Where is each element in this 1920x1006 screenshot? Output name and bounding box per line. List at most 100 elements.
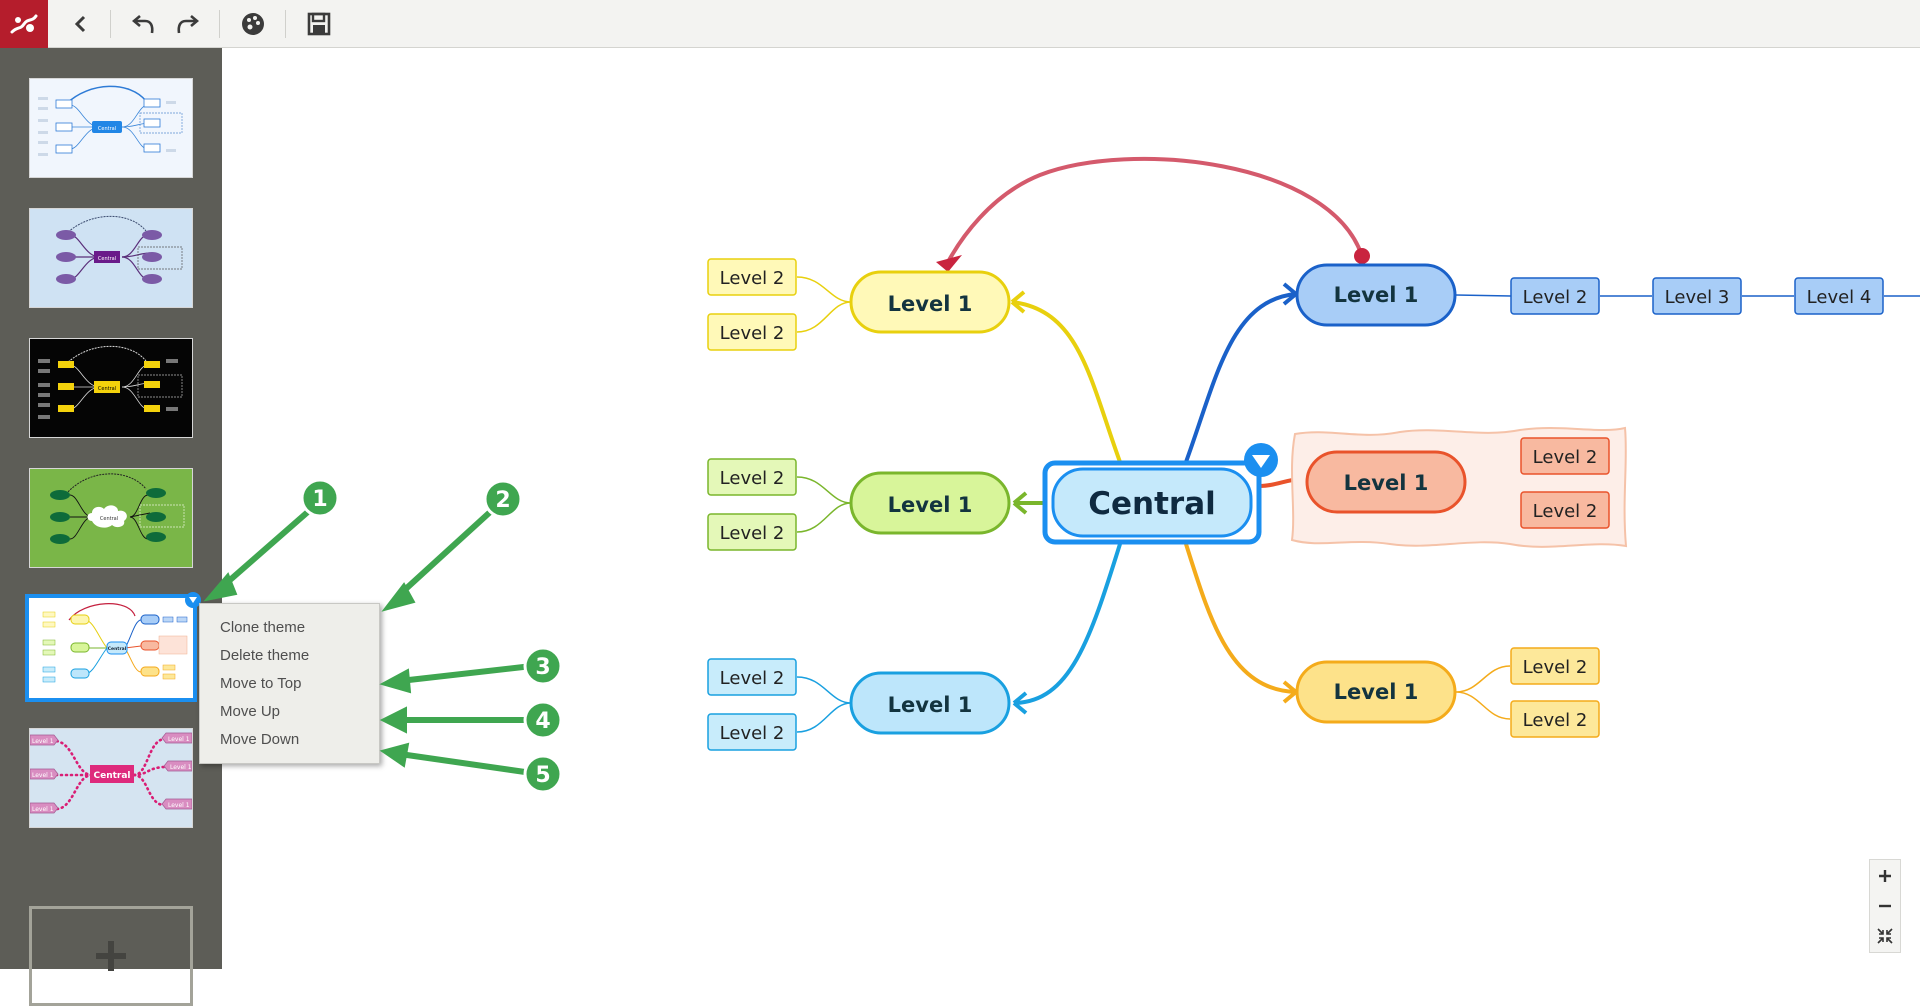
menu-item-move-up[interactable]: Move Up bbox=[220, 703, 281, 720]
topic-level2[interactable] bbox=[707, 258, 797, 296]
topic-level1-blue[interactable] bbox=[1295, 263, 1457, 327]
theme-thumbnail-pink-dotted[interactable]: Central Level 1 Level 1 Level 1 Level 1 … bbox=[29, 728, 193, 828]
topic-level1-red[interactable] bbox=[1305, 450, 1467, 514]
branch-yellow bbox=[1011, 300, 1122, 463]
topic-level1-yellow[interactable] bbox=[849, 270, 1011, 334]
topic-label: Level 1 bbox=[888, 292, 973, 316]
theme-preview-purple: Central bbox=[56, 215, 183, 284]
topic-level4[interactable] bbox=[1794, 277, 1884, 315]
theme-thumbnail-light-blue[interactable]: Central bbox=[29, 78, 193, 178]
topic-label: Level 2 bbox=[1533, 501, 1598, 522]
zoom-out-button[interactable] bbox=[1870, 891, 1900, 921]
theme-preview-light-blue: Central bbox=[38, 85, 183, 156]
theme-thumbnail-colorful[interactable]: Central bbox=[25, 594, 197, 702]
toolbar-divider bbox=[110, 10, 111, 38]
topic-label: Level 1 bbox=[1334, 680, 1419, 704]
theme-sidebar: Central Central bbox=[0, 48, 222, 1006]
thumb-level-text: Level 1 bbox=[170, 764, 192, 771]
relationship-arrowhead bbox=[936, 255, 962, 272]
topic-label: Level 1 bbox=[888, 693, 973, 717]
theme-thumbnail-dark[interactable]: Central bbox=[29, 338, 193, 438]
theme-button[interactable] bbox=[235, 6, 271, 42]
thumb-level-text: Level 1 bbox=[168, 802, 190, 809]
thumb-level-text: Level 1 bbox=[32, 806, 54, 813]
zoom-controls bbox=[1869, 859, 1901, 953]
back-button[interactable] bbox=[63, 6, 99, 42]
thumb-level-text: Level 1 bbox=[168, 736, 190, 743]
palette-icon bbox=[242, 13, 264, 35]
topic-label: Level 2 bbox=[720, 468, 785, 489]
topic-level2[interactable] bbox=[707, 313, 797, 351]
central-topic-label: Central bbox=[1088, 486, 1216, 522]
undo-icon bbox=[132, 15, 154, 34]
theme-thumbnail-green-cloud[interactable]: Central bbox=[29, 468, 193, 568]
topic-level2[interactable] bbox=[707, 658, 797, 696]
topic-label: Level 4 bbox=[1807, 287, 1872, 308]
thumb-central-text: Central bbox=[98, 256, 116, 262]
menu-item-clone-theme[interactable]: Clone theme bbox=[220, 619, 306, 636]
caret-down-icon bbox=[189, 597, 197, 603]
redo-icon bbox=[177, 15, 199, 34]
menu-item-move-to-top[interactable]: Move to Top bbox=[220, 675, 302, 692]
topic-level2[interactable] bbox=[1520, 437, 1610, 475]
thumb-level-text: Level 1 bbox=[32, 772, 54, 779]
theme-thumbnail-purple[interactable]: Central bbox=[29, 208, 193, 308]
topic-level2[interactable] bbox=[707, 458, 797, 496]
topic-level2[interactable] bbox=[1510, 647, 1600, 685]
topic-level1-orange[interactable] bbox=[1295, 660, 1457, 724]
redo-button[interactable] bbox=[169, 6, 205, 42]
theme-preview-colorful: Central bbox=[42, 603, 188, 683]
save-button[interactable] bbox=[301, 6, 337, 42]
topic-label: Level 1 bbox=[1334, 283, 1419, 307]
plus-icon bbox=[1879, 870, 1891, 882]
mindmap-logo-icon bbox=[10, 14, 38, 34]
collapse-arrows-icon bbox=[1877, 928, 1893, 944]
branch-orange bbox=[1184, 543, 1297, 694]
topic-level2[interactable] bbox=[707, 713, 797, 751]
topic-label: Level 2 bbox=[720, 523, 785, 544]
undo-button[interactable] bbox=[126, 6, 162, 42]
theme-menu-toggle[interactable] bbox=[185, 592, 201, 608]
thumb-central-text: Central bbox=[100, 516, 118, 522]
topic-label: Level 2 bbox=[720, 323, 785, 344]
branch-blue bbox=[1184, 292, 1297, 463]
topic-level2[interactable] bbox=[1510, 277, 1600, 315]
app-logo[interactable] bbox=[0, 0, 48, 48]
topic-label: Level 2 bbox=[720, 268, 785, 289]
minus-icon bbox=[1879, 904, 1891, 908]
theme-context-menu: Clone theme Delete theme Move to Top Mov… bbox=[199, 603, 380, 764]
toolbar bbox=[0, 0, 1920, 48]
topic-level2[interactable] bbox=[1510, 700, 1600, 738]
topic-label: Level 2 bbox=[1523, 657, 1588, 678]
menu-item-delete-theme[interactable]: Delete theme bbox=[220, 647, 310, 664]
topic-label: Level 2 bbox=[1533, 447, 1598, 468]
topic-level1-green[interactable] bbox=[849, 471, 1011, 535]
thumb-central-text: Central bbox=[108, 646, 127, 652]
relationship-line[interactable] bbox=[946, 156, 1364, 263]
topic-level3[interactable] bbox=[1652, 277, 1742, 315]
thumb-central-text: Central bbox=[98, 386, 116, 392]
topic-label: Level 1 bbox=[1344, 471, 1429, 495]
toolbar-divider bbox=[219, 10, 220, 38]
add-theme-button[interactable] bbox=[29, 906, 193, 1006]
save-icon bbox=[307, 12, 331, 36]
theme-preview-green-cloud: Central bbox=[50, 473, 185, 544]
zoom-in-button[interactable] bbox=[1870, 861, 1900, 891]
thumb-level-text: Level 1 bbox=[32, 738, 54, 745]
thumb-central-text: Central bbox=[98, 126, 116, 132]
topic-level2[interactable] bbox=[1520, 491, 1610, 529]
topic-label: Level 2 bbox=[720, 668, 785, 689]
topic-level1-cyan[interactable] bbox=[849, 671, 1011, 735]
central-topic[interactable] bbox=[1051, 467, 1253, 538]
topic-label: Level 3 bbox=[1665, 287, 1730, 308]
theme-preview-dark: Central bbox=[38, 345, 183, 419]
topic-label: Level 2 bbox=[720, 723, 785, 744]
theme-preview-pink-dotted: Central Level 1 Level 1 Level 1 Level 1 … bbox=[30, 732, 192, 814]
branch-cyan bbox=[1013, 543, 1122, 705]
relationship-handle[interactable] bbox=[1354, 248, 1370, 264]
topic-level2[interactable] bbox=[707, 513, 797, 551]
chevron-left-icon bbox=[74, 15, 86, 33]
menu-item-move-down[interactable]: Move Down bbox=[220, 731, 300, 748]
fit-to-screen-button[interactable] bbox=[1870, 921, 1900, 951]
caret-down-icon bbox=[1252, 455, 1270, 468]
